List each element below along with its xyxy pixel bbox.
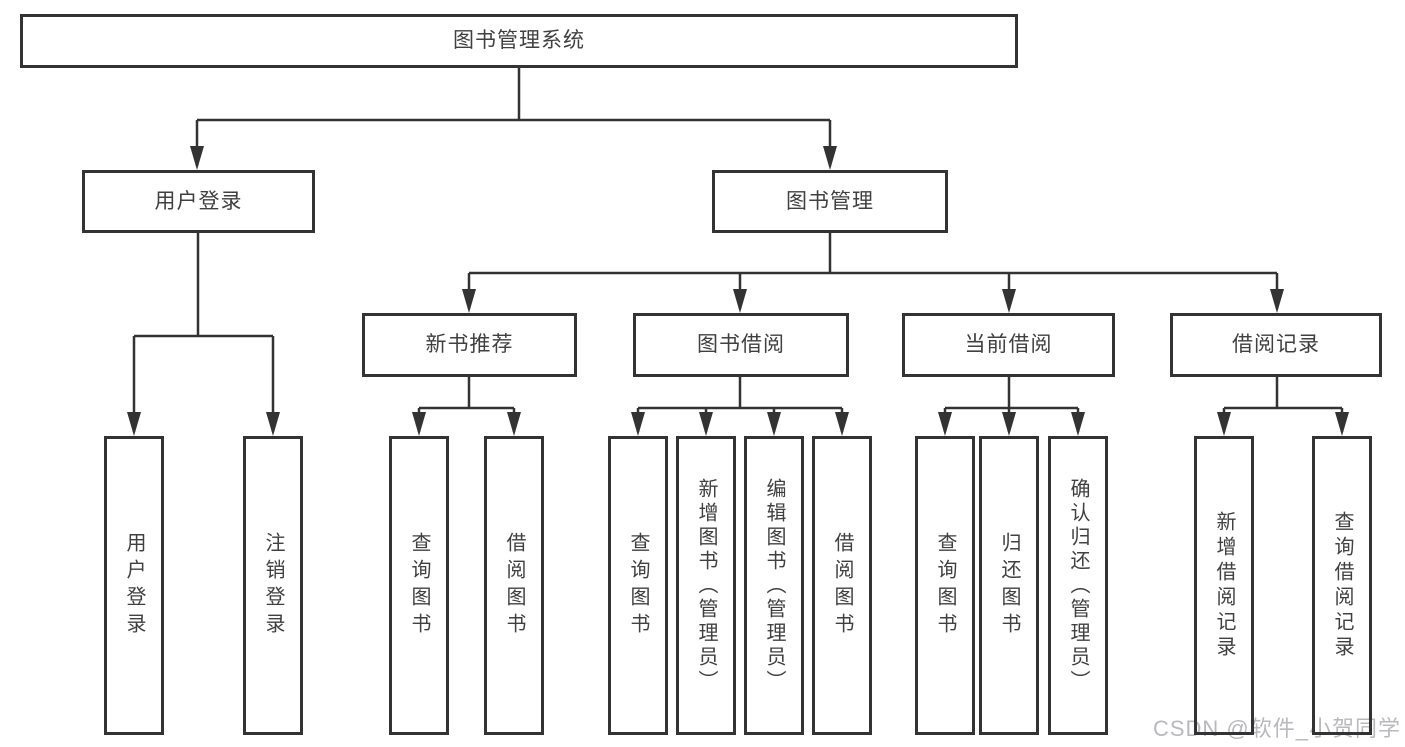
- node-new-book-recommend: 新书推荐: [362, 313, 577, 377]
- leaf-logout: 注销登录: [243, 436, 303, 735]
- node-book-management: 图书管理: [712, 170, 948, 233]
- leaf-query-books-current: 查询图书: [915, 436, 975, 735]
- arrowhead-icons: [127, 146, 1349, 436]
- leaf-borrow-books-recommend: 借阅图书: [484, 436, 544, 735]
- leaf-query-books-recommend: 查询图书: [389, 436, 449, 735]
- leaf-query-books-borrow: 查询图书: [608, 436, 668, 735]
- node-user-login: 用户登录: [82, 170, 315, 233]
- node-root-library-system: 图书管理系统: [20, 14, 1018, 68]
- leaf-return-books: 归还图书: [979, 436, 1039, 735]
- leaf-query-borrow-record: 查询借阅记录: [1312, 436, 1372, 735]
- leaf-add-books-admin: 新增图书（管理员）: [676, 436, 736, 735]
- node-borrow-records: 借阅记录: [1170, 313, 1382, 377]
- leaf-user-login: 用户登录: [104, 436, 164, 735]
- leaf-add-borrow-record: 新增借阅记录: [1194, 436, 1254, 735]
- node-current-borrow: 当前借阅: [902, 313, 1115, 377]
- leaf-borrow-books: 借阅图书: [812, 436, 872, 735]
- node-book-borrow: 图书借阅: [633, 313, 849, 377]
- leaf-edit-books-admin: 编辑图书（管理员）: [744, 436, 804, 735]
- leaf-confirm-return-admin: 确认归还（管理员）: [1048, 436, 1108, 735]
